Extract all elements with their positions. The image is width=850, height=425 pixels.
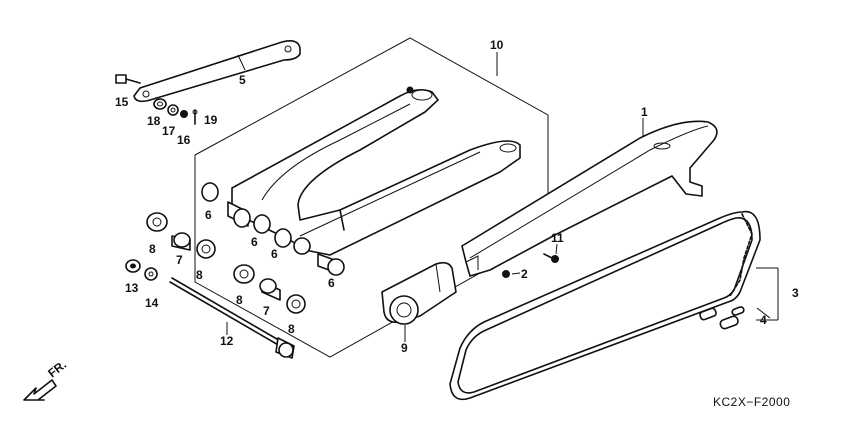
part-torque-link	[133, 40, 301, 103]
callout-4: 4	[760, 313, 767, 327]
callout-17: 17	[162, 124, 176, 138]
callout-12: 12	[220, 334, 234, 348]
part-nut-16	[180, 110, 188, 118]
part-collar-7b	[259, 278, 281, 301]
part-washer-18	[153, 98, 167, 110]
part-collar-7a	[171, 232, 191, 251]
callout-13: 13	[125, 281, 139, 295]
callout-9: 9	[401, 341, 408, 355]
part-chain-slider	[381, 261, 457, 325]
callout-6b: 6	[251, 235, 258, 249]
part-chain-case	[461, 120, 718, 277]
part-collar-6c	[253, 214, 292, 248]
callout-8b: 8	[196, 268, 203, 282]
part-washer-17	[167, 104, 179, 116]
callout-8c: 8	[236, 293, 243, 307]
part-screw-2	[502, 270, 510, 278]
callout-10: 10	[490, 38, 504, 52]
callout-14: 14	[145, 296, 159, 310]
part-bolt-15	[115, 74, 141, 84]
leader-lines	[226, 52, 779, 342]
direction-label: FR.	[45, 357, 69, 380]
diagram-code: KC2X−F2000	[713, 395, 790, 409]
callout-3: 3	[792, 286, 799, 300]
callout-1: 1	[641, 105, 648, 119]
callout-8a: 8	[149, 242, 156, 256]
part-bearing-8a	[146, 212, 168, 232]
part-chain-joint	[699, 306, 745, 330]
part-pin-19	[192, 109, 198, 125]
callout-5: 5	[239, 73, 246, 87]
callout-16: 16	[177, 133, 191, 147]
part-bearing-8d	[286, 294, 306, 314]
part-bearing-8c	[233, 264, 255, 284]
callout-11: 11	[551, 231, 564, 245]
part-swingarm	[231, 86, 521, 256]
part-screw-11	[543, 253, 559, 263]
callout-6a: 6	[205, 208, 212, 222]
part-pivot-bolt	[169, 277, 295, 359]
callout-19: 19	[204, 113, 218, 127]
callout-2: 2	[521, 267, 528, 281]
part-bearing-8b	[196, 239, 216, 259]
callout-18: 18	[147, 114, 161, 128]
callout-15: 15	[115, 95, 129, 109]
part-nut-13	[125, 259, 141, 273]
part-collar-6b	[227, 201, 251, 228]
front-direction-arrow	[23, 379, 57, 401]
part-washer-14	[144, 267, 158, 281]
callout-7a: 7	[176, 253, 183, 267]
callout-labels: 1 2 3 4 5 6 6 6 6 7 7 8 8 8 8 9 10 11 12…	[115, 38, 799, 355]
part-collar-6d	[293, 237, 345, 276]
part-collar-6a	[201, 182, 219, 202]
callout-6d: 6	[328, 276, 335, 290]
callout-6c: 6	[271, 247, 278, 261]
callout-8d: 8	[288, 322, 295, 336]
part-drive-chain	[449, 210, 761, 401]
callout-7b: 7	[263, 304, 270, 318]
